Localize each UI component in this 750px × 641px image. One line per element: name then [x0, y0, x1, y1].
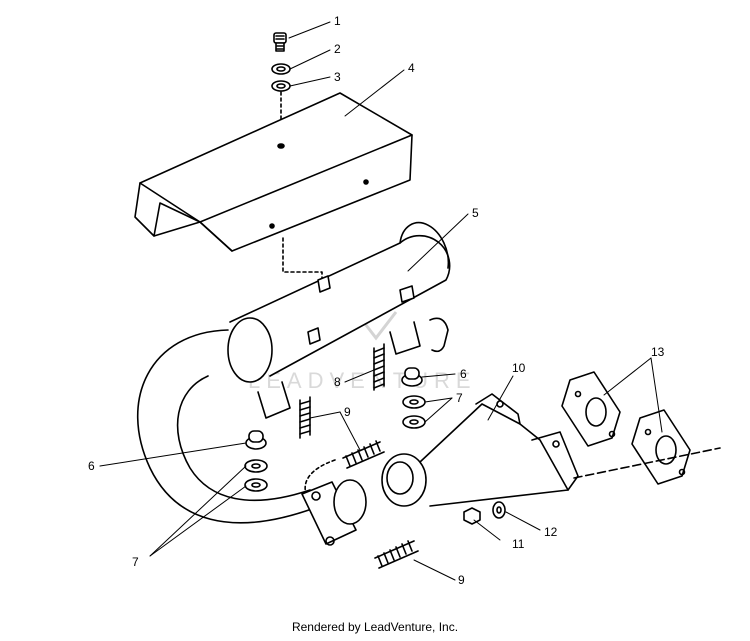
part-9-spring-lower — [374, 540, 419, 569]
callout-9-upper: 9 — [344, 405, 351, 419]
leader-lines — [99, 21, 663, 581]
part-4-heat-shield — [134, 92, 413, 252]
part-12-washer — [492, 501, 506, 519]
footer-credit: Rendered by LeadVenture, Inc. — [291, 620, 459, 634]
callout-6-upper: 6 — [460, 367, 467, 381]
callout-13: 13 — [651, 345, 665, 359]
callout-7-upper: 7 — [456, 391, 463, 405]
callout-11: 11 — [512, 537, 525, 551]
callout-1: 1 — [334, 14, 341, 28]
headpipe-slip-end — [301, 479, 367, 546]
watermark-text: LEADVENTURE — [248, 368, 477, 393]
part-9-spring-upper — [299, 396, 385, 469]
part-10-manifold — [381, 393, 579, 507]
callout-5: 5 — [472, 206, 479, 220]
callout-7-lower: 7 — [132, 555, 139, 569]
callout-2: 2 — [334, 42, 341, 56]
callout-6-lower: 6 — [88, 459, 95, 473]
part-8-spring — [373, 343, 385, 391]
part-7-washers-upper — [402, 395, 426, 429]
part-3-washer — [271, 80, 291, 92]
part-2-lock-washer — [271, 63, 291, 75]
callout-10: 10 — [512, 361, 526, 375]
callout-8: 8 — [334, 375, 341, 389]
part-6-grommet-upper — [401, 367, 423, 387]
callout-labels: 1 2 3 4 5 6 7 8 9 10 13 6 7 11 12 9 — [88, 14, 665, 587]
part-7-washers-lower — [244, 459, 268, 492]
part-6-grommet-lower — [245, 430, 267, 450]
callout-9-lower: 9 — [458, 573, 465, 587]
callout-12: 12 — [544, 525, 558, 539]
callout-3: 3 — [334, 70, 341, 84]
part-11-nut — [463, 507, 481, 525]
callout-4: 4 — [408, 61, 415, 75]
part-5-muffler — [136, 221, 451, 524]
part-13-gaskets — [561, 371, 691, 485]
part-1-bolt — [273, 32, 287, 52]
